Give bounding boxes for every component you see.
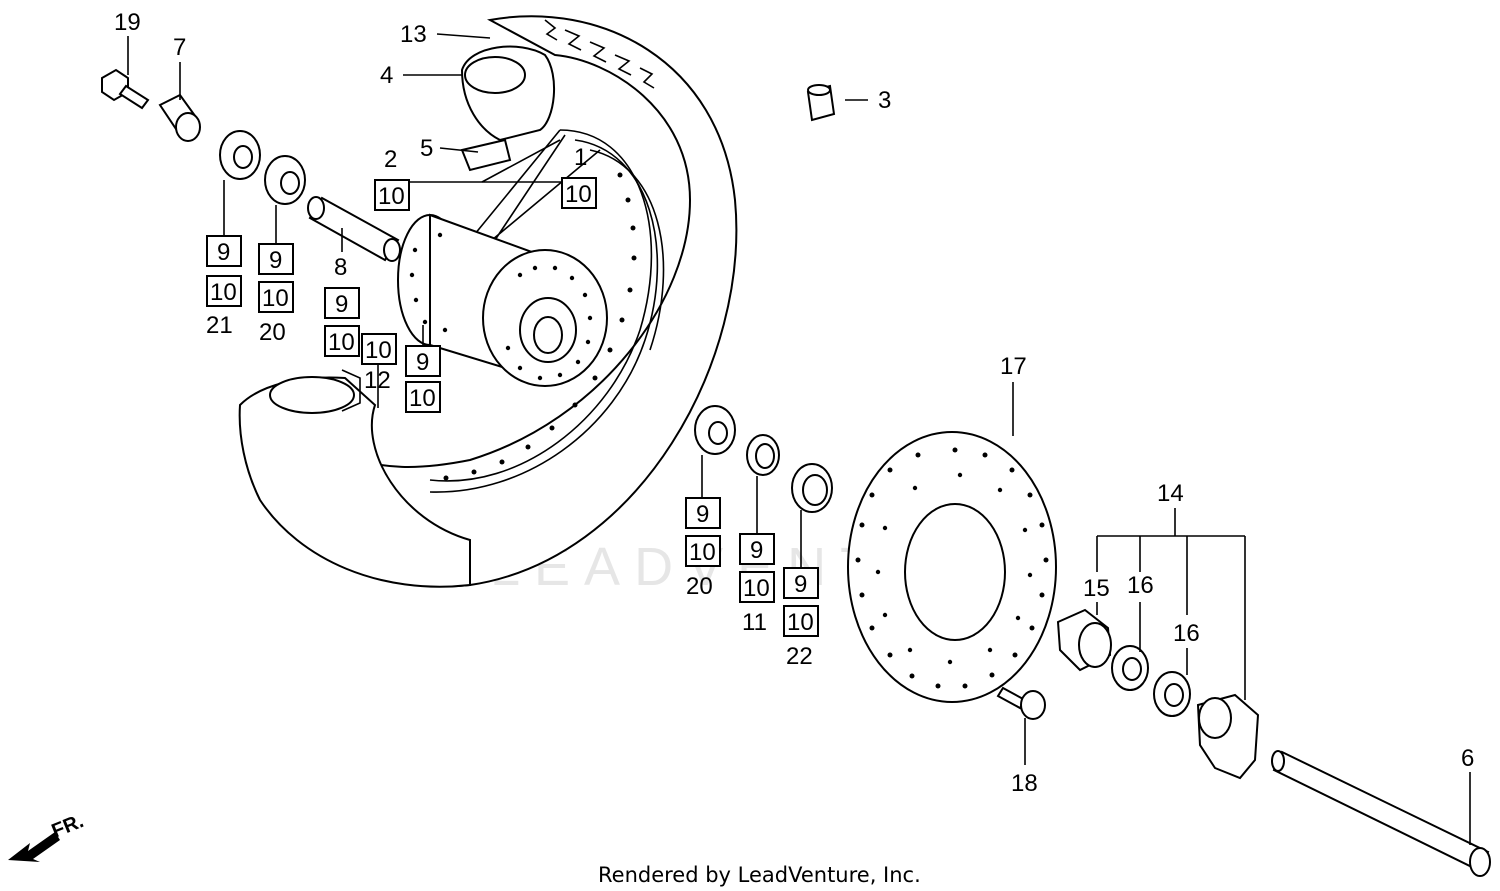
ref-box-9: 9: [405, 345, 441, 377]
ref-box-10: 10: [561, 177, 597, 209]
callout-18: 18: [1011, 770, 1038, 797]
ref-box-9: 9: [206, 235, 242, 267]
svg-text:9: 9: [269, 247, 282, 274]
callout-7: 7: [173, 34, 186, 61]
ref-box-10: 10: [206, 275, 242, 307]
axle-6: [1271, 750, 1491, 877]
bolt-18: [996, 686, 1046, 720]
svg-text:10: 10: [378, 183, 405, 210]
ref-box-9: 9: [783, 567, 819, 599]
bearing-20-right: [694, 405, 736, 455]
callout-20-left: 20: [259, 319, 286, 346]
svg-text:9: 9: [696, 501, 709, 528]
callout-11: 11: [742, 609, 767, 636]
callout-2: 2: [384, 146, 397, 173]
gear-15: [1056, 608, 1112, 672]
svg-text:10: 10: [743, 575, 770, 602]
circlip-11: [746, 434, 780, 476]
front-direction-arrow: FR.: [8, 810, 87, 862]
callout-19: 19: [114, 9, 141, 36]
callout-labels: 19 7 13 4 5 2 1 3 8 21 20 12 17 14 15 16…: [114, 9, 1474, 797]
svg-text:10: 10: [565, 181, 592, 208]
front-label: FR.: [49, 810, 87, 842]
svg-text:10: 10: [262, 285, 289, 312]
svg-text:9: 9: [217, 239, 230, 266]
callout-16a: 16: [1127, 572, 1154, 599]
seal-22: [791, 463, 833, 513]
ref-box-10: 10: [324, 325, 360, 357]
hub-holes: [409, 232, 593, 381]
wheel-assembly: [238, 15, 738, 588]
bearing-21: [219, 130, 261, 180]
rim-holes: [443, 172, 637, 481]
ref-box-9: 9: [324, 287, 360, 319]
callout-1: 1: [574, 144, 587, 171]
leader-lines: [127, 33, 1471, 845]
callout-12: 12: [364, 367, 391, 394]
valve-cap-3: [806, 84, 836, 122]
callout-16b: 16: [1173, 620, 1200, 647]
ref-box-10: 10: [685, 535, 721, 567]
bearing-20-left: [264, 155, 306, 205]
callout-22: 22: [786, 643, 813, 670]
svg-text:10: 10: [210, 279, 237, 306]
washer-16b: [1153, 671, 1191, 717]
boxed-references: 10 10 9 10 9 10 9 10 10 9 10 9 10 9 10 9…: [206, 177, 819, 637]
callout-13: 13: [400, 21, 427, 48]
svg-text:9: 9: [750, 537, 763, 564]
svg-text:10: 10: [409, 385, 436, 412]
ref-box-10: 10: [374, 179, 410, 211]
ref-box-9: 9: [258, 243, 294, 275]
washer-16a: [1111, 645, 1149, 691]
ref-box-10: 10: [361, 333, 397, 365]
ref-box-10: 10: [739, 571, 775, 603]
svg-text:10: 10: [787, 609, 814, 636]
svg-text:10: 10: [689, 539, 716, 566]
svg-text:9: 9: [794, 571, 807, 598]
svg-text:9: 9: [416, 349, 429, 376]
brake-disc-17: [847, 431, 1057, 703]
ref-box-10: 10: [258, 281, 294, 313]
svg-text:10: 10: [328, 329, 355, 356]
bolt-19: [101, 68, 150, 110]
ref-box-9: 9: [685, 497, 721, 529]
callout-8: 8: [334, 254, 347, 281]
ref-box-10: 10: [783, 605, 819, 637]
callout-4: 4: [380, 62, 393, 89]
callout-6: 6: [1461, 745, 1474, 772]
callout-17: 17: [1000, 353, 1027, 380]
collar-7: [158, 93, 201, 142]
svg-text:10: 10: [365, 337, 392, 364]
callout-3: 3: [878, 87, 891, 114]
spacer-8: [307, 196, 401, 262]
ref-box-9: 9: [739, 533, 775, 565]
gearbox-14: [1196, 693, 1260, 780]
callout-15: 15: [1083, 575, 1110, 602]
callout-5: 5: [420, 135, 433, 162]
callout-20-right: 20: [686, 573, 713, 600]
svg-text:9: 9: [335, 291, 348, 318]
ref-box-10: 10: [405, 381, 441, 413]
callout-14: 14: [1157, 480, 1184, 507]
callout-21: 21: [206, 312, 233, 339]
footer-credit: Rendered by LeadVenture, Inc.: [598, 863, 921, 887]
